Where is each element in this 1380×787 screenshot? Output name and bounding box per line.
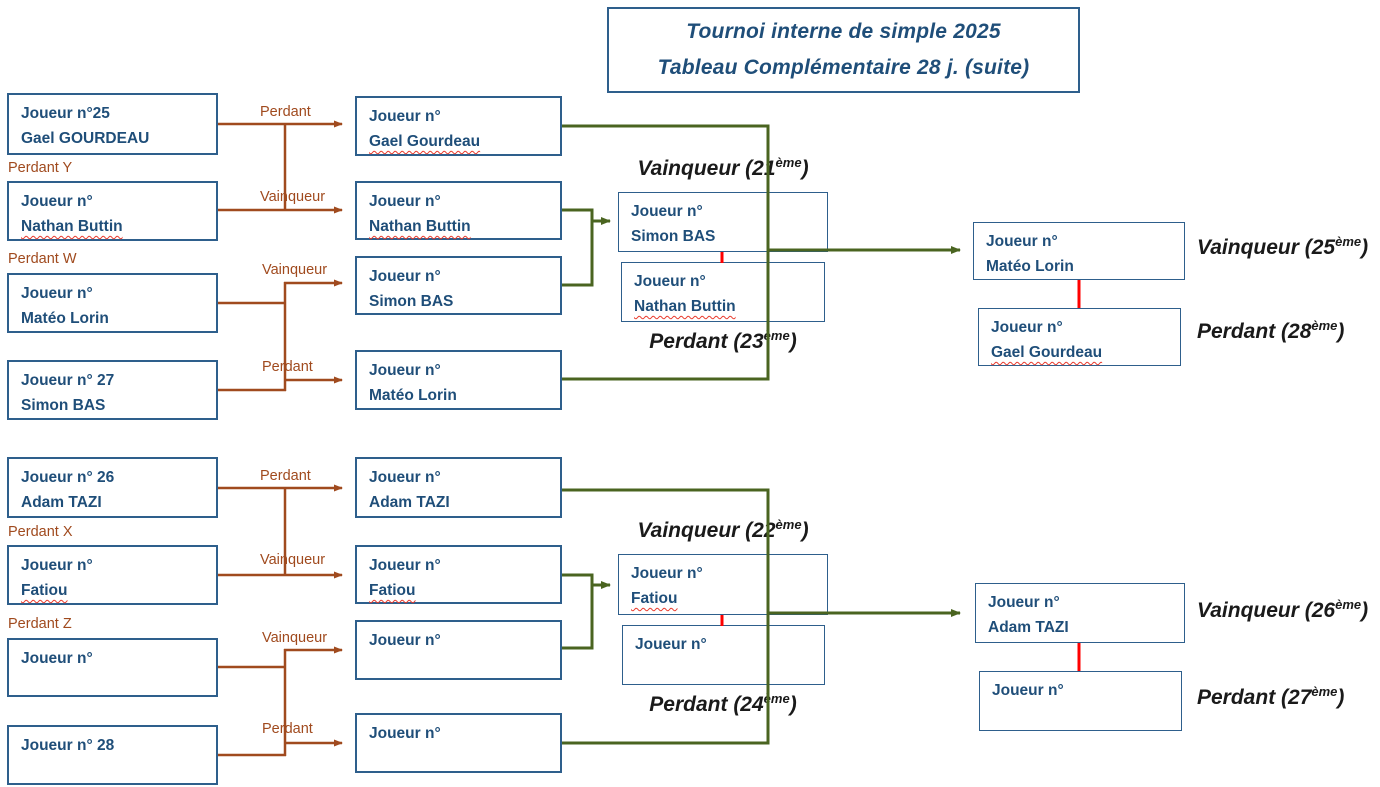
player-name: Adam TAZI	[988, 619, 1069, 636]
player-name: Simon BAS	[631, 228, 716, 245]
arrow-label-perdant: Perdant	[262, 359, 313, 375]
outcome-label-22: Vainqueur (22ème)	[637, 517, 809, 542]
player-name: Fatiou	[369, 582, 416, 599]
player-name: Simon BAS	[21, 397, 106, 414]
arrow-label-perdant: Perdant	[260, 104, 311, 120]
player-number: Joueur n°	[369, 557, 441, 574]
player-number: Joueur n°	[986, 233, 1058, 250]
player-number: Joueur n°	[21, 557, 93, 574]
player-name: Fatiou	[21, 582, 68, 599]
feeder-label-perdant-z: Perdant Z	[8, 616, 72, 632]
player-box-b8: Joueur n° 28	[7, 725, 218, 785]
brown-loser-winner-connectors	[218, 120, 343, 757]
player-number: Joueur n°	[369, 469, 441, 486]
player-number: Joueur n°	[631, 203, 703, 220]
player-box-e3: Joueur n° Adam TAZI	[975, 583, 1185, 643]
player-name: Gael Gourdeau	[991, 344, 1103, 361]
player-number: Joueur n°25	[21, 105, 110, 122]
arrow-label-vainqueur: Vainqueur	[260, 189, 326, 205]
player-box-b5: Joueur n° 26 Adam TAZI	[7, 457, 218, 518]
player-number: Joueur n° 26	[21, 469, 115, 486]
player-box-d1: Joueur n° Simon BAS	[618, 192, 828, 252]
outcome-label-28: Perdant (28ème)	[1197, 318, 1345, 343]
player-name: Matéo Lorin	[986, 258, 1074, 275]
arrow-label-vainqueur: Vainqueur	[262, 262, 328, 278]
title-line-2: Tableau Complémentaire 28 j. (suite)	[657, 55, 1030, 79]
player-box-d2: Joueur n° Nathan Buttin	[621, 262, 825, 322]
title-box: Tournoi interne de simple 2025 Tableau C…	[607, 7, 1080, 93]
player-number: Joueur n° 28	[21, 737, 115, 754]
player-box-b3: Joueur n° Matéo Lorin	[7, 273, 218, 333]
player-number: Joueur n°	[635, 636, 707, 653]
player-number: Joueur n° 27	[21, 372, 115, 389]
player-number: Joueur n°	[631, 565, 703, 582]
player-name: Nathan Buttin	[634, 298, 736, 315]
outcome-label-21: Vainqueur (21ème)	[637, 155, 809, 180]
player-number: Joueur n°	[21, 650, 93, 667]
arrow-label-vainqueur: Vainqueur	[260, 552, 326, 568]
player-number: Joueur n°	[21, 285, 93, 302]
feeder-label-perdant-w: Perdant W	[8, 251, 77, 267]
outcome-label-27: Perdant (27ème)	[1197, 684, 1345, 709]
player-box-c5: Joueur n° Adam TAZI	[355, 457, 562, 518]
player-name: Adam TAZI	[21, 494, 102, 511]
outcome-label-25: Vainqueur (25ème)	[1197, 234, 1369, 259]
feeder-label-perdant-x: Perdant X	[8, 524, 73, 540]
player-number: Joueur n°	[21, 193, 93, 210]
player-box-b2: Joueur n° Nathan Buttin	[7, 181, 218, 241]
player-name: Simon BAS	[369, 293, 454, 310]
player-number: Joueur n°	[992, 682, 1064, 699]
player-name: Matéo Lorin	[21, 310, 109, 327]
player-name: Adam TAZI	[369, 494, 450, 511]
player-number: Joueur n°	[369, 108, 441, 125]
player-box-d3: Joueur n° Fatiou	[618, 554, 828, 615]
player-name: Gael Gourdeau	[369, 133, 481, 150]
player-box-c7: Joueur n°	[355, 620, 562, 680]
arrow-label-perdant: Perdant	[260, 468, 311, 484]
arrow-label-perdant: Perdant	[262, 721, 313, 737]
player-number: Joueur n°	[369, 632, 441, 649]
player-name: Gael GOURDEAU	[21, 130, 150, 147]
player-box-d4: Joueur n°	[622, 625, 825, 685]
outcome-label-26: Vainqueur (26ème)	[1197, 597, 1369, 622]
player-name: Nathan Buttin	[21, 218, 123, 235]
player-box-c1: Joueur n° Gael Gourdeau	[355, 96, 562, 156]
player-box-c2: Joueur n° Nathan Buttin	[355, 181, 562, 240]
player-name: Matéo Lorin	[369, 387, 457, 404]
player-name: Fatiou	[631, 590, 678, 607]
player-box-c4: Joueur n° Matéo Lorin	[355, 350, 562, 410]
player-box-e2: Joueur n° Gael Gourdeau	[978, 308, 1181, 366]
player-box-c3: Joueur n° Simon BAS	[355, 256, 562, 315]
player-name: Nathan Buttin	[369, 218, 471, 235]
arrow-label-vainqueur: Vainqueur	[262, 630, 328, 646]
player-box-b7: Joueur n°	[7, 638, 218, 697]
player-number: Joueur n°	[634, 273, 706, 290]
player-box-e1: Joueur n° Matéo Lorin	[973, 222, 1185, 280]
player-box-e4: Joueur n°	[979, 671, 1182, 731]
outcome-label-23: Perdant (23ème)	[649, 328, 797, 353]
player-number: Joueur n°	[988, 594, 1060, 611]
player-number: Joueur n°	[369, 725, 441, 742]
player-number: Joueur n°	[369, 268, 441, 285]
player-box-c6: Joueur n° Fatiou	[355, 545, 562, 604]
player-box-b6: Joueur n° Fatiou	[7, 545, 218, 605]
player-number: Joueur n°	[369, 362, 441, 379]
player-box-b4: Joueur n° 27 Simon BAS	[7, 360, 218, 420]
player-box-b1: Joueur n°25 Gael GOURDEAU	[7, 93, 218, 155]
player-number: Joueur n°	[991, 319, 1063, 336]
player-box-c8: Joueur n°	[355, 713, 562, 773]
player-number: Joueur n°	[369, 193, 441, 210]
outcome-label-24: Perdant (24ème)	[649, 691, 797, 716]
feeder-label-perdant-y: Perdant Y	[8, 160, 73, 176]
title-line-1: Tournoi interne de simple 2025	[686, 20, 1001, 44]
